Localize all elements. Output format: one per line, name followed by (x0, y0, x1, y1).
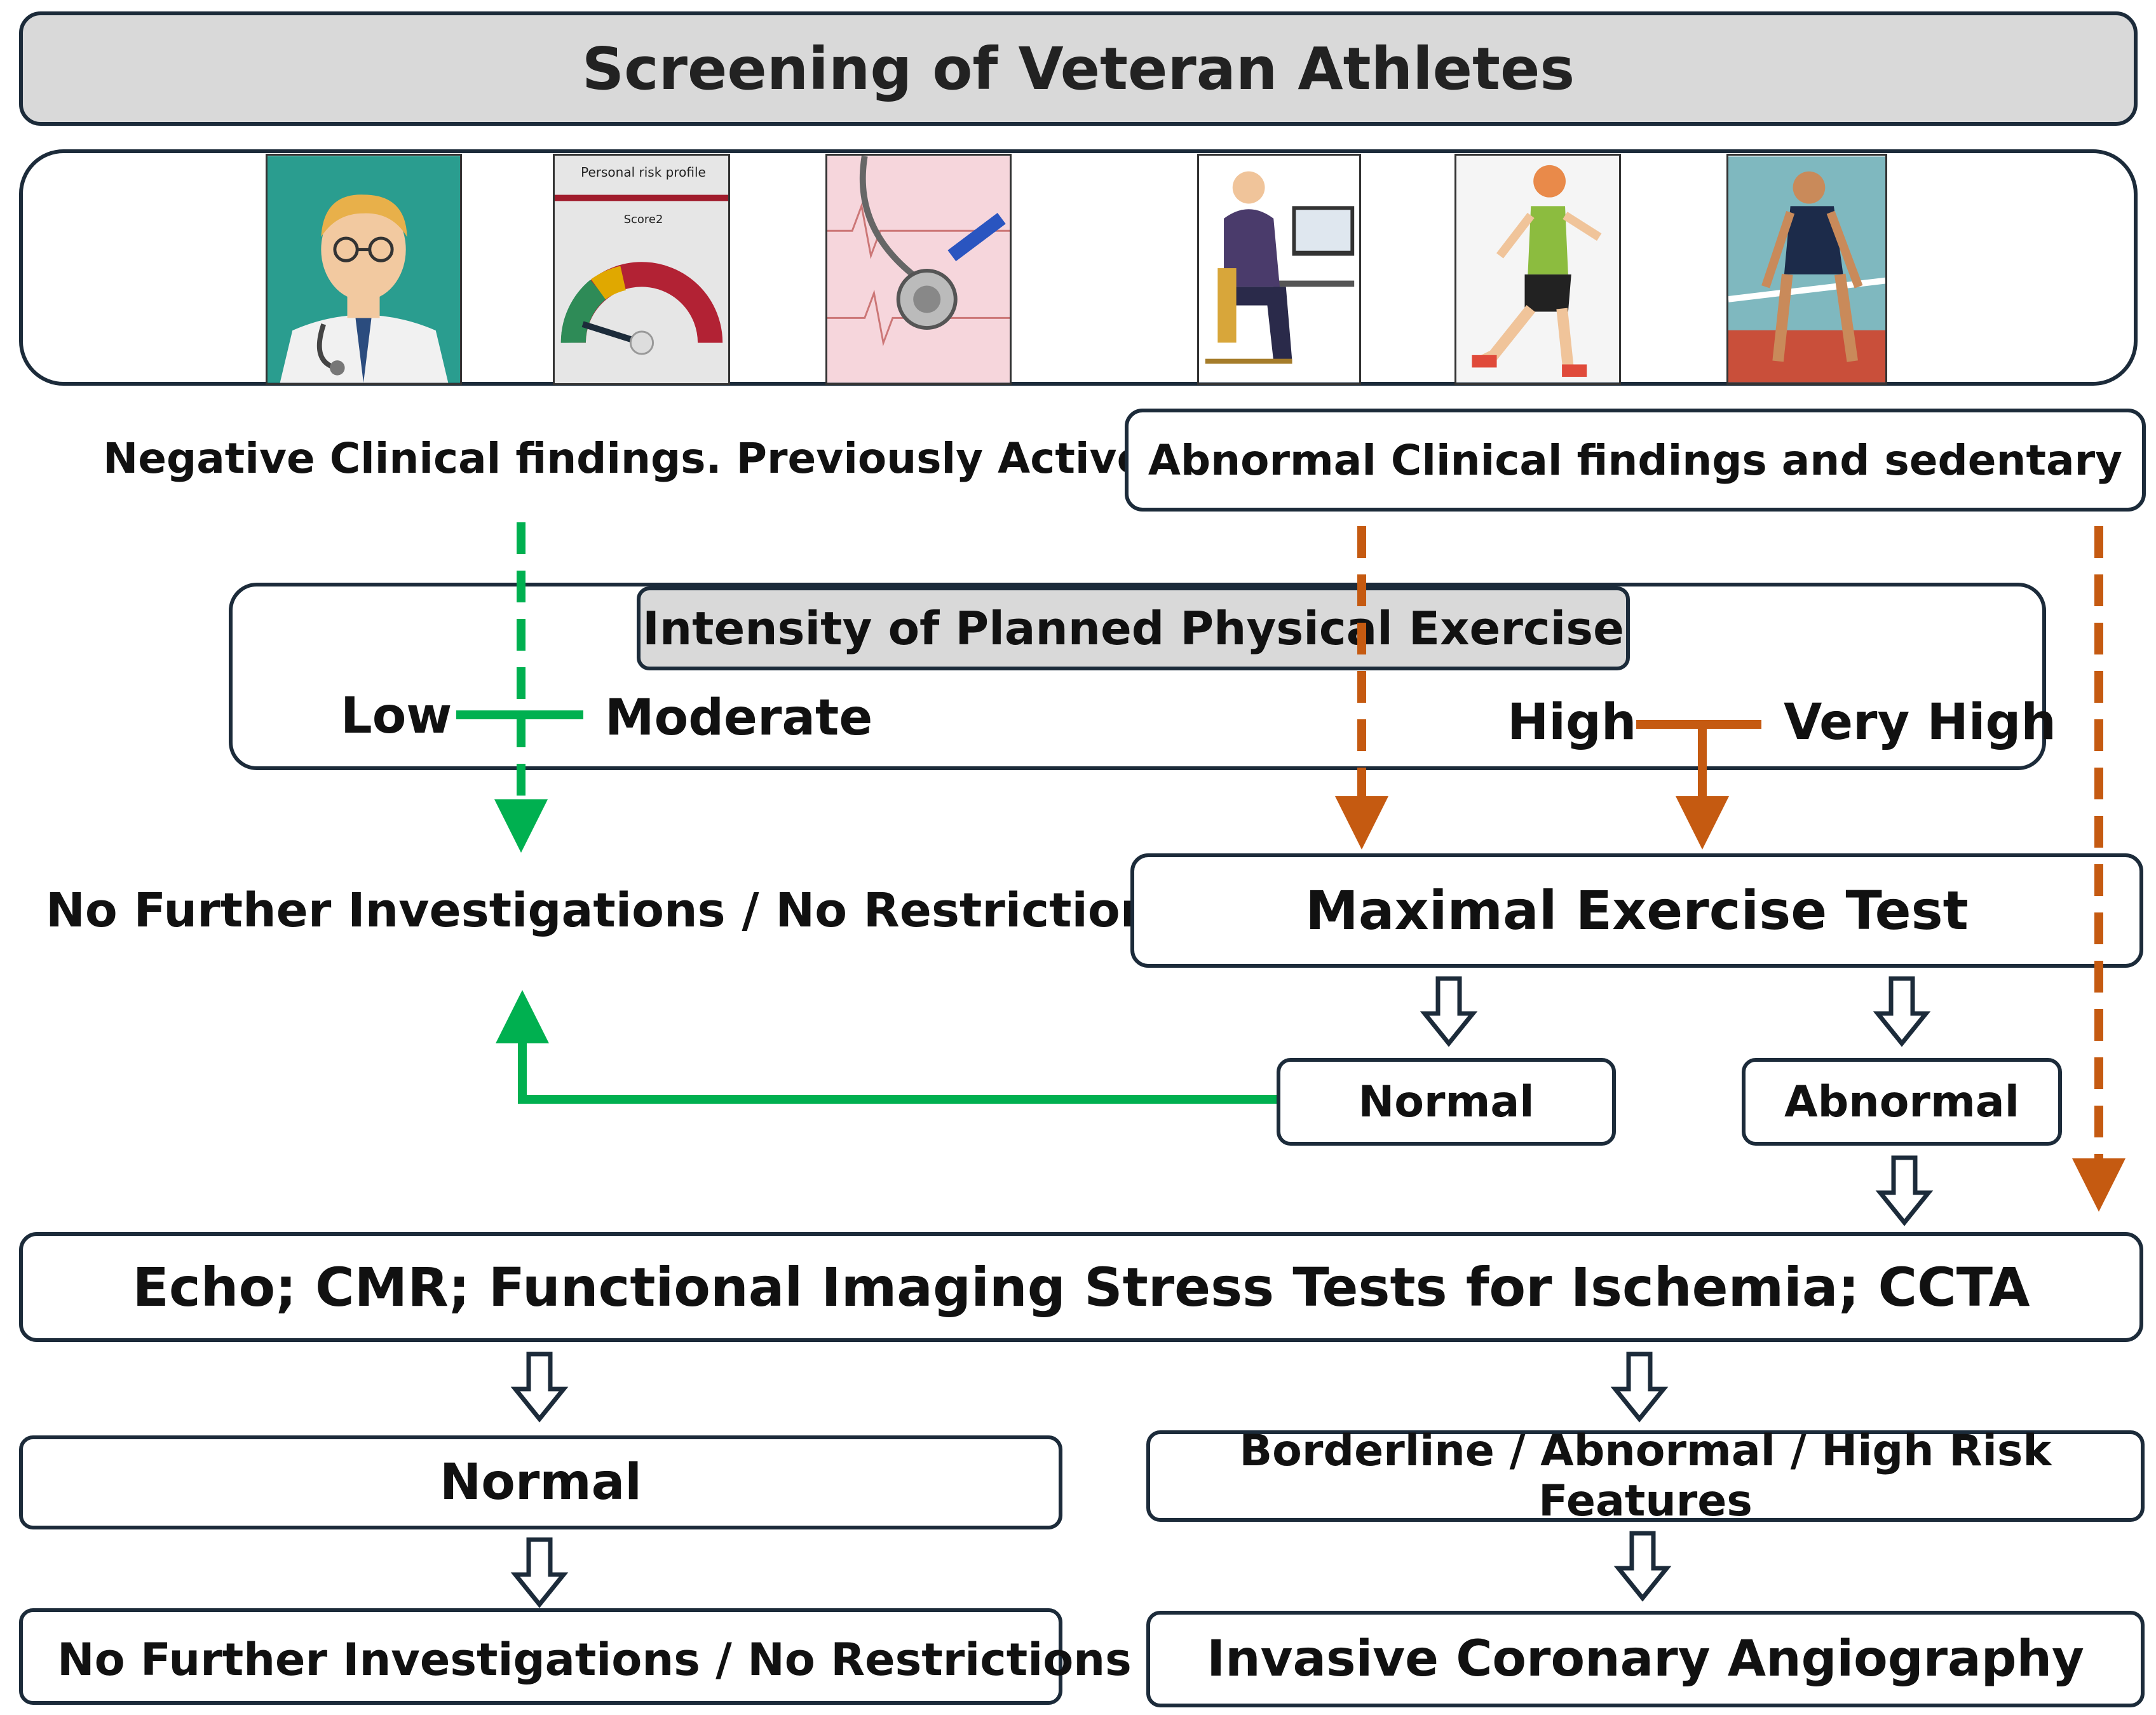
hollow-arrow-to-no-further (510, 1537, 569, 1608)
test-normal-label: Normal (1358, 1076, 1535, 1127)
maximal-exercise-test-label: Maximal Exercise Test (1305, 879, 1969, 942)
no-further-investigations-lower: No Further Investigations / No Restricti… (57, 1634, 1132, 1686)
risk-profile-header: Personal risk profile (581, 165, 706, 180)
stethoscope-ecg-icon (825, 154, 1012, 385)
page-title: Screening of Veteran Athletes (581, 34, 1575, 103)
doctor-icon (266, 154, 462, 385)
intensity-very-high: Very High (1784, 694, 2056, 751)
hollow-arrow-to-abnormal (1873, 976, 1931, 1047)
hollow-arrow-to-angiography (1613, 1531, 1672, 1602)
test-normal-box: Normal (1277, 1058, 1616, 1146)
maximal-exercise-test-box: Maximal Exercise Test (1130, 853, 2143, 968)
test-abnormal-label: Abnormal (1784, 1076, 2019, 1127)
right-branch-box: Abnormal Clinical findings and sedentary (1125, 409, 2146, 512)
left-branch-label: Negative Clinical findings. Previously A… (103, 434, 1162, 483)
test-abnormal-box: Abnormal (1742, 1058, 2062, 1146)
title-box: Screening of Veteran Athletes (19, 11, 2138, 126)
no-further-investigations-upper: No Further Investigations / No Restricti… (46, 883, 1182, 938)
runner-icon (1454, 154, 1621, 385)
right-branch-label: Abnormal Clinical findings and sedentary (1148, 435, 2123, 485)
intensity-low: Low (341, 688, 452, 745)
hollow-arrow-to-imaging (1875, 1155, 1934, 1226)
hollow-arrow-to-imaging-abnormal (1610, 1352, 1669, 1423)
imaging-abnormal-label: Borderline / Abnormal / High Risk Featur… (1239, 1426, 2052, 1526)
hollow-arrow-to-normal (1420, 976, 1478, 1047)
green-return-arrow (496, 990, 1277, 1104)
intensity-title: Intensity of Planned Physical Exercise (642, 602, 1624, 655)
risk-score-label: Score2 (623, 213, 663, 226)
imaging-tests-box: Echo; CMR; Functional Imaging Stress Tes… (19, 1232, 2143, 1342)
risk-gauge-icon: Personal risk profile Score2 (553, 154, 730, 385)
imaging-normal-box: Normal (19, 1435, 1062, 1529)
intensity-moderate: Moderate (605, 689, 873, 747)
hollow-arrow-to-imaging-normal (510, 1352, 569, 1423)
no-further-investigations-lower-box: No Further Investigations / No Restricti… (19, 1608, 1132, 1705)
sedentary-worker-icon (1197, 154, 1361, 385)
exhausted-athlete-icon (1726, 154, 1887, 385)
imaging-normal-label: Normal (440, 1454, 642, 1511)
angiography-box: Invasive Coronary Angiography (1146, 1611, 2145, 1707)
imaging-tests-label: Echo; CMR; Functional Imaging Stress Tes… (132, 1256, 2030, 1318)
imaging-abnormal-box: Borderline / Abnormal / High Risk Featur… (1146, 1426, 2145, 1526)
angiography-label: Invasive Coronary Angiography (1207, 1630, 2084, 1688)
intensity-high: High (1507, 694, 1637, 751)
intensity-title-box: Intensity of Planned Physical Exercise (637, 586, 1630, 670)
